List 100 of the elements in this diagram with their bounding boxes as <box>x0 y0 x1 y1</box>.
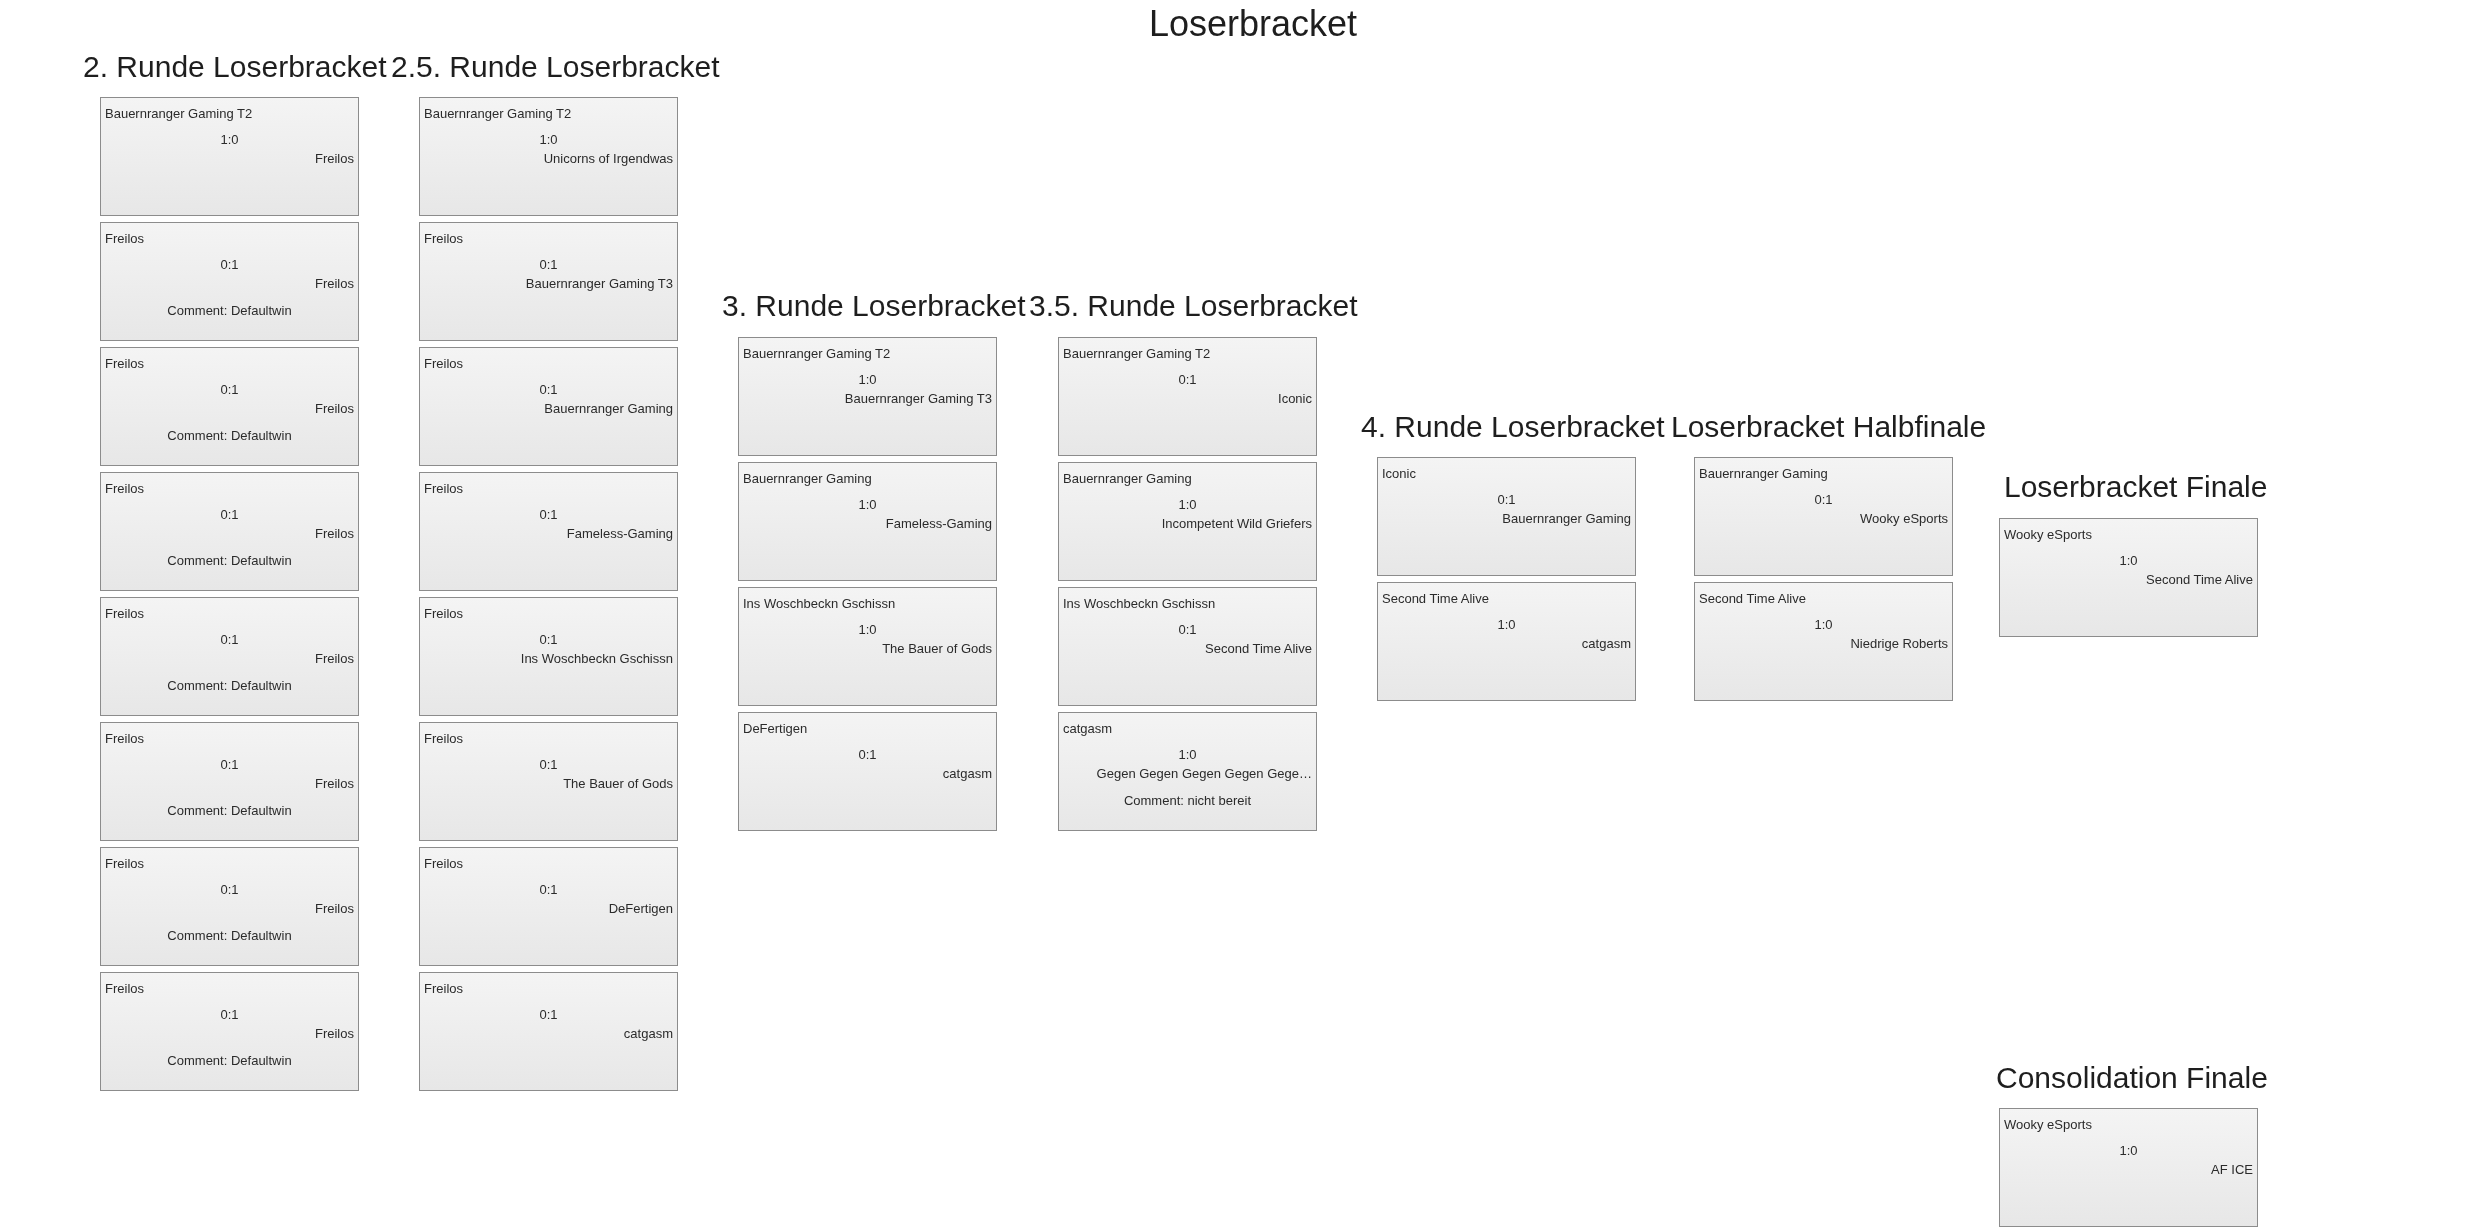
match-card <box>419 847 678 966</box>
team-name: Ins Woschbeckn Gschissn <box>743 596 896 611</box>
team-name: Bauernranger Gaming T2 <box>424 106 572 121</box>
match-score: 1:0 <box>2119 1143 2138 1158</box>
team-name: Freilos <box>105 481 144 496</box>
team-name: Bauernranger Gaming <box>1699 466 1828 481</box>
match-card <box>100 347 359 466</box>
match-card <box>1377 457 1636 576</box>
match-card <box>1058 712 1317 831</box>
round-heading: 4. Runde Loserbracket <box>1361 409 1665 445</box>
match-score: 1:0 <box>858 622 877 637</box>
team-name: Wooky eSports <box>2004 1117 2092 1132</box>
match-card <box>100 97 359 216</box>
team-name: Freilos <box>105 981 144 996</box>
match-card <box>738 587 997 706</box>
match-score: 1:0 <box>1178 497 1197 512</box>
team-name: catgasm <box>623 1026 673 1041</box>
match-card <box>1377 582 1636 701</box>
round-heading: 2. Runde Loserbracket <box>83 49 387 85</box>
match-comment: Comment: Defaultwin <box>167 678 292 693</box>
match-score: 1:0 <box>2119 553 2138 568</box>
round-heading: Loserbracket Finale <box>2004 469 2268 505</box>
match-score: 1:0 <box>1178 747 1197 762</box>
match-card <box>738 712 997 831</box>
match-score: 0:1 <box>539 1007 558 1022</box>
match-card <box>1058 462 1317 581</box>
match-card <box>419 347 678 466</box>
team-name: DeFertigen <box>743 721 808 736</box>
match-score: 0:1 <box>539 757 558 772</box>
team-name: Wooky eSports <box>1860 511 1948 526</box>
team-name: Wooky eSports <box>2004 527 2092 542</box>
team-name: Bauernranger Gaming <box>1063 471 1192 486</box>
team-name: Freilos <box>105 856 144 871</box>
team-name: Bauernranger Gaming <box>1502 511 1631 526</box>
team-name: catgasm <box>1581 636 1631 651</box>
match-score: 1:0 <box>858 372 877 387</box>
match-card <box>100 847 359 966</box>
match-card <box>738 337 997 456</box>
team-name: Freilos <box>315 276 354 291</box>
round-heading: 3. Runde Loserbracket <box>722 288 1026 324</box>
team-name: Second Time Alive <box>2146 572 2253 587</box>
team-name: Freilos <box>424 731 463 746</box>
match-card <box>419 472 678 591</box>
team-name: Freilos <box>315 526 354 541</box>
team-name: Freilos <box>315 776 354 791</box>
team-name: Second Time Alive <box>1699 591 1806 606</box>
match-card <box>100 597 359 716</box>
team-name: Freilos <box>315 401 354 416</box>
team-name: Freilos <box>424 231 463 246</box>
round-heading: 2.5. Runde Loserbracket <box>391 49 720 85</box>
team-name: Fameless-Gaming <box>566 526 673 541</box>
team-name: Freilos <box>424 481 463 496</box>
match-score: 1:0 <box>539 132 558 147</box>
team-name: Iconic <box>1382 466 1416 481</box>
team-name: Ins Woschbeckn Gschissn <box>520 651 673 666</box>
match-score: 0:1 <box>539 382 558 397</box>
team-name: Freilos <box>424 606 463 621</box>
match-score: 1:0 <box>858 497 877 512</box>
match-score: 0:1 <box>220 257 239 272</box>
match-card <box>100 722 359 841</box>
team-name: Freilos <box>105 356 144 371</box>
team-name: AF ICE <box>2211 1162 2253 1177</box>
team-name: Niedrige Roberts <box>1850 636 1948 651</box>
match-card <box>738 462 997 581</box>
match-score: 1:0 <box>1497 617 1516 632</box>
match-card <box>100 222 359 341</box>
match-score: 0:1 <box>220 507 239 522</box>
team-name: The Bauer of Gods <box>563 776 673 791</box>
team-name: Freilos <box>315 901 354 916</box>
team-name: Fameless-Gaming <box>885 516 992 531</box>
match-comment: Comment: Defaultwin <box>167 553 292 568</box>
match-card <box>419 972 678 1091</box>
team-name: Gegen Gegen Gegen Gegen Gege… <box>1096 766 1312 781</box>
team-name: Incompetent Wild Griefers <box>1161 516 1312 531</box>
page-title: Loserbracket <box>1148 2 1358 46</box>
team-name: Bauernranger Gaming T2 <box>743 346 891 361</box>
team-name: Freilos <box>105 606 144 621</box>
match-score: 0:1 <box>220 882 239 897</box>
team-name: catgasm <box>1063 721 1113 736</box>
team-name: catgasm <box>942 766 992 781</box>
match-card <box>1999 518 2258 637</box>
team-name: Bauernranger Gaming T3 <box>525 276 673 291</box>
team-name: Freilos <box>424 981 463 996</box>
match-comment: Comment: Defaultwin <box>167 303 292 318</box>
match-score: 0:1 <box>858 747 877 762</box>
match-comment: Comment: Defaultwin <box>167 928 292 943</box>
match-score: 0:1 <box>1497 492 1516 507</box>
team-name: Ins Woschbeckn Gschissn <box>1063 596 1216 611</box>
match-card <box>1999 1108 2258 1227</box>
match-score: 0:1 <box>539 507 558 522</box>
team-name: Bauernranger Gaming <box>743 471 872 486</box>
team-name: Bauernranger Gaming <box>544 401 673 416</box>
team-name: Iconic <box>1278 391 1312 406</box>
match-score: 1:0 <box>1814 617 1833 632</box>
match-comment: Comment: Defaultwin <box>167 803 292 818</box>
match-score: 0:1 <box>220 632 239 647</box>
match-card <box>100 472 359 591</box>
match-score: 0:1 <box>1178 372 1197 387</box>
team-name: Freilos <box>315 651 354 666</box>
match-score: 0:1 <box>539 257 558 272</box>
